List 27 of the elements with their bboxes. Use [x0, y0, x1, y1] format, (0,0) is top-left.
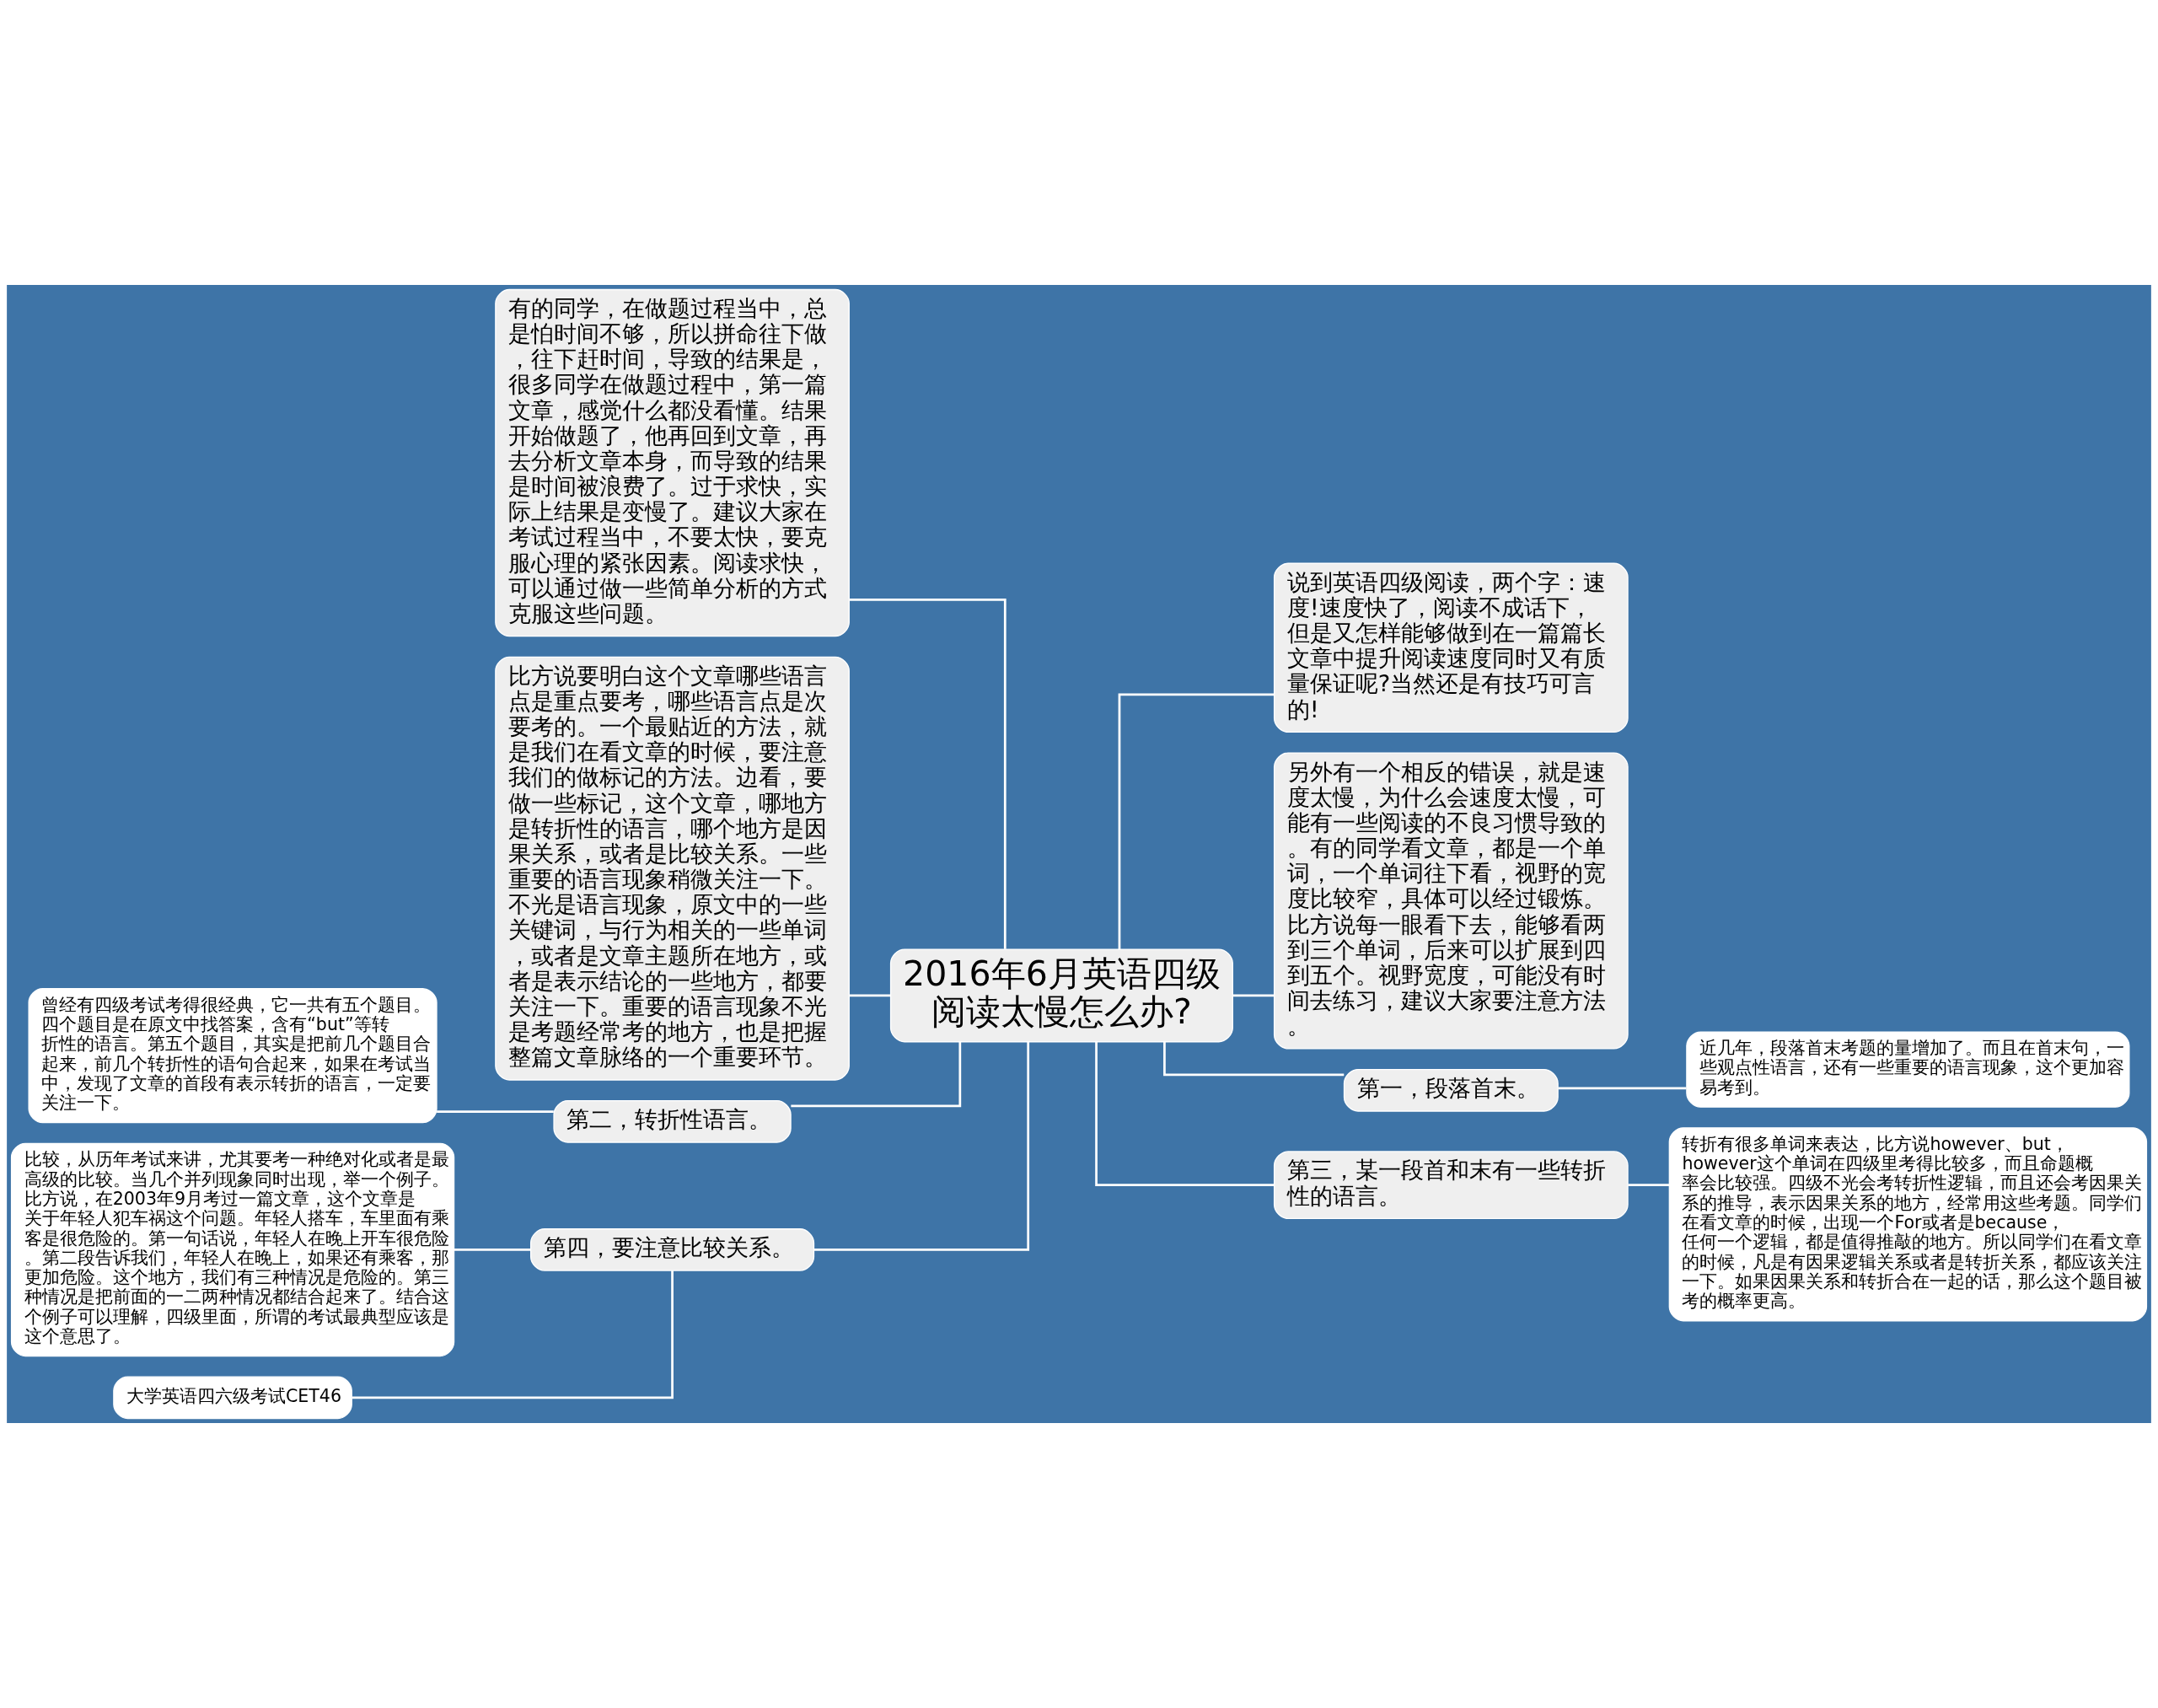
node-box: 转折有很多单词来表达，比方说however、but，however这个单词在四级里考得比较多，而且命题概率会比较强。四级不光会考转折性逻辑，而且还会考因果关系的推导，表示因果关系的地方，经常用这些考题。同学们在看文章的时候，出现一个For或者是because，任何一个逻辑，都是值得推敲的地方。所以同学们在看文章的时候，凡是有因果逻辑关系或者是转折关系，都应该关注一下。如果因果关系和转折合在一起的话，那么这个题目被考的概率更高。	[1668, 1127, 2148, 1322]
node-box: 比较，从历年考试来讲，尤其要考一种绝对化或者是最高级的比较。当几个并列现象同时出现，举一个例子。比方说，在2003年9月考过一篇文章，这个文章是关于年轻人犯车祸这个问题。年轻人搭车，车里面有乘客是很危险的。第一句话说，年轻人在晚上开车很危险。第二段告诉我们，年轻人在晚上，如果还有乘客，那更加危险。这个地方，我们有三种情况是危险的。第三种情况是把前面的一二两种情况都结合起来了。结合这个例子可以理解，四级里面，所谓的考试最典型应该是这个意思了。	[10, 1142, 455, 1357]
node-box: 有的同学，在做题过程当中，总是怕时间不够，所以拼命往下做，往下赶时间，导致的结果是，很多同学在做题过程中，第一篇文章，感觉什么都没看懂。结果开始做题了，他再回到文章，再去分析文章本身，而导致的结果是时间被浪费了。过于求快，实际上结果是变慢了。建议大家在考试过程当中，不要太快，要克服心理的紧张因素。阅读求快，可以通过做一些简单分析的方式克服这些问题。	[495, 288, 850, 637]
node-box: 第二，转折性语言。	[553, 1099, 792, 1143]
connector	[1163, 1042, 1345, 1077]
connector	[849, 599, 1007, 949]
connector	[437, 1110, 554, 1113]
connector	[1558, 1087, 1687, 1090]
connector	[1095, 1041, 1275, 1187]
connector	[813, 1041, 1030, 1251]
node-box: 大学英语四六级考试CET46	[113, 1376, 352, 1420]
node-box: 曾经有四级考试考得很经典，它一共有五个题目。四个题目是在原文中找答案，含有“but”等转折性的语言。第五个题目，其实是把前几个题目合起来，前几个转折性的语句合起来，如果在考试当中，发现了文章的首段有表示转折的语言，一定要关注一下。	[28, 988, 438, 1124]
node-box: 第一，段落首末。	[1343, 1068, 1559, 1112]
connector	[1232, 994, 1275, 997]
node-box: 第三，某一段首和末有一些转折性的语言。	[1273, 1151, 1629, 1220]
node-box: 近几年，段落首末考题的量增加了。而且在首末句，一些观点性语言，还有一些重要的语言现象，这个更加容易考到。	[1686, 1031, 2130, 1108]
connector	[1628, 1184, 1670, 1187]
node-box: 说到英语四级阅读，两个字：速度!速度快了，阅读不成话下，但是又怎样能够做到在一篇篇长文章中提升阅读速度同时又有质量保证呢?当然还是有技巧可言的!	[1273, 562, 1629, 733]
node-box: 2016年6月英语四级阅读太慢怎么办?	[889, 948, 1233, 1043]
node-box: 第四，要注意比较关系。	[530, 1228, 815, 1271]
connector	[849, 994, 891, 997]
node-box: 另外有一个相反的错误，就是速度太慢，为什么会速度太慢，可能有一些阅读的不良习惯导致的。有的同学看文章，都是一个单词，一个单词往下看，视野的宽度比较窄，具体可以经过锻炼。比方说每一眼看下去，能够看两到三个单词，后来可以扩展到四到五个。视野宽度，可能没有时间去练习，建议大家要注意方法。	[1273, 752, 1629, 1050]
node-box: 比方说要明白这个文章哪些语言点是重点要考，哪些语言点是次要考的。一个最贴近的方法，就是我们在看文章的时候，要注意我们的做标记的方法。边看，要做一些标记，这个文章，哪地方是转折性的语言，哪个地方是因果关系，或者是比较关系。一些重要的语言现象稍微关注一下。不光是语言现象，原文中的一些关键词，与行为相关的一些单词，或者是文章主题所在地方，或者是表示结论的一些地方，都要关注一下。重要的语言现象不光是考题经常考的地方，也是把握整篇文章脉络的一个重要环节。	[495, 656, 850, 1081]
connector	[352, 1270, 674, 1399]
connector	[1118, 693, 1275, 949]
connector	[454, 1249, 531, 1251]
connector	[791, 1042, 962, 1108]
